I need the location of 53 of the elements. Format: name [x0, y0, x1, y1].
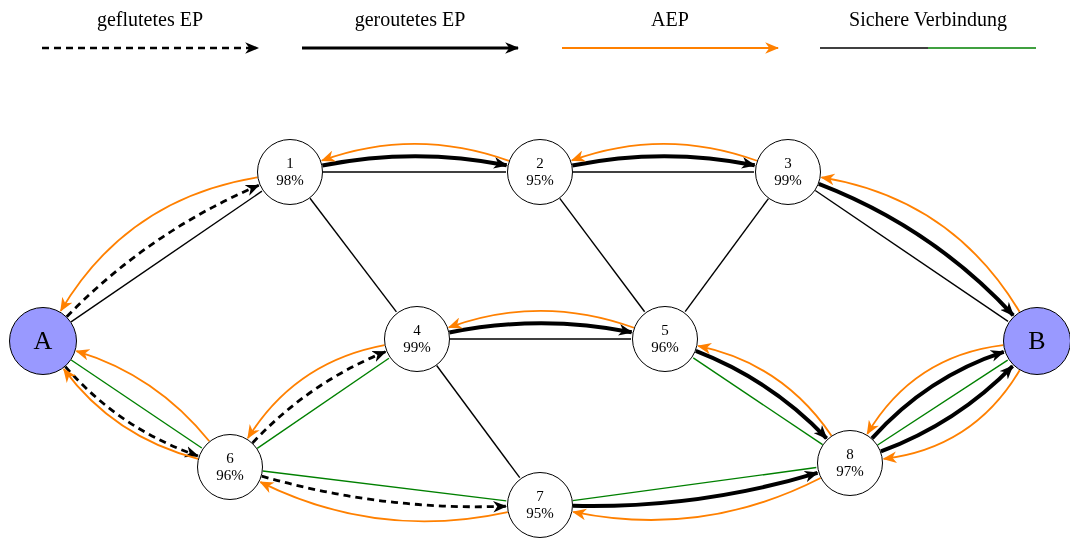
legend-label: geroutetes EP [354, 8, 466, 31]
connector-line [256, 357, 390, 450]
state-circle [384, 306, 450, 372]
connector-line [572, 171, 755, 173]
state-circle [197, 434, 263, 500]
arrow [572, 154, 756, 169]
percentage-label: 96% [216, 467, 244, 485]
node-label: 8 [846, 445, 854, 463]
arrow [570, 142, 758, 162]
arrow [261, 474, 508, 513]
arrow [880, 364, 1014, 454]
connector-line [559, 197, 646, 313]
legend-label: geflutetes EP [96, 8, 204, 31]
arrow [75, 349, 211, 443]
connector-line [449, 338, 632, 340]
connector-line [70, 359, 203, 449]
percentage-label: 99% [774, 172, 802, 190]
node-label: 6 [226, 449, 234, 467]
legend-label: AEP [651, 8, 689, 31]
node-label: 7 [536, 487, 544, 505]
state-circle [9, 307, 77, 375]
node-label: 4 [413, 321, 421, 339]
state-circle [817, 430, 883, 496]
arrow [572, 477, 822, 521]
node-label: B [1028, 326, 1046, 356]
connector-line [876, 359, 1009, 446]
percentage-label: 96% [651, 339, 679, 357]
connector-line [322, 171, 507, 173]
percentage-label: 95% [526, 172, 554, 190]
connector-line [262, 470, 507, 502]
arrow [572, 470, 819, 508]
node-label: A [33, 326, 53, 356]
connector-line [572, 466, 817, 502]
connector-line [692, 357, 824, 446]
connector-line [309, 197, 398, 313]
node-label: 2 [536, 154, 544, 172]
percentage-label: 95% [526, 505, 554, 523]
arrow [447, 309, 635, 329]
node-label: 1 [286, 154, 294, 172]
percentage-label: 97% [836, 463, 864, 481]
arrow [320, 142, 510, 162]
arrow [259, 481, 509, 523]
node-label: 3 [784, 154, 792, 172]
percentage-label: 99% [403, 339, 431, 357]
arrow [322, 154, 508, 169]
legend-label: Sichere Verbindung [849, 8, 1007, 31]
connector-line [435, 364, 521, 479]
node-label: 5 [661, 321, 669, 339]
percentage-label: 98% [276, 172, 304, 190]
state-circle [1003, 307, 1070, 375]
arrow [882, 369, 1021, 463]
connector-line [684, 197, 770, 313]
arrow [449, 321, 633, 336]
